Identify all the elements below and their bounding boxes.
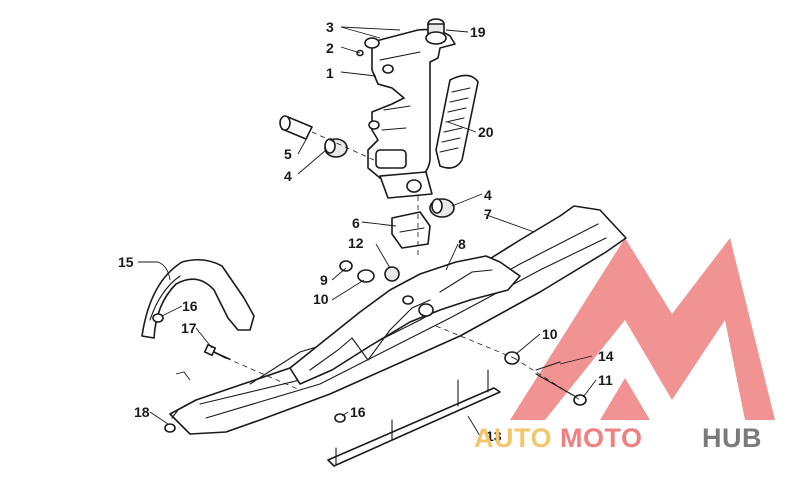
watermark-text: AUTO MOTO HUB — [474, 423, 762, 453]
spindle-top-screw — [425, 18, 447, 45]
callout-4-lower: 4 — [484, 187, 492, 203]
watermark-text-hub: HUB — [702, 423, 762, 453]
handle-bolt — [203, 343, 231, 360]
callout-4-upper: 4 — [284, 168, 292, 184]
damper-pad-part — [391, 211, 431, 249]
callout-17: 17 — [181, 320, 197, 336]
callout-19: 19 — [470, 24, 486, 40]
callout-1: 1 — [326, 65, 334, 81]
watermark-triangle-mark — [510, 238, 775, 420]
callout-3: 3 — [326, 19, 334, 35]
callout-8: 8 — [458, 236, 466, 252]
top-nut — [364, 37, 380, 49]
callout-14: 12 — [348, 235, 364, 251]
watermark-logo — [510, 238, 775, 420]
callout-11: 11 — [598, 372, 613, 388]
handle-nut — [152, 313, 164, 323]
callout-10-right: 10 — [542, 326, 558, 342]
pin-12 — [535, 361, 561, 371]
callout-15: 15 — [118, 254, 134, 270]
callout-9: 9 — [320, 272, 328, 288]
callout-6: 6 — [352, 215, 360, 231]
callout-20: 20 — [478, 124, 494, 140]
front-bolt — [164, 409, 179, 433]
callout-16-upper: 16 — [182, 298, 198, 314]
callout-12: 14 — [598, 348, 614, 364]
leader-lines — [138, 26, 597, 437]
ski-handle-loop-part — [141, 258, 255, 339]
washer-10-right — [504, 351, 520, 365]
callout-7: 7 — [484, 206, 492, 222]
callout-13: 13 — [486, 428, 502, 444]
bushing-lower — [429, 198, 455, 218]
bushing-upper — [324, 138, 348, 158]
callout-2: 2 — [326, 40, 334, 56]
callout-5: 5 — [284, 146, 292, 162]
wear-bar-part — [327, 369, 501, 467]
sleeve-part — [279, 115, 313, 140]
nut-14 — [384, 266, 400, 282]
watermark-text-auto: AUTO — [474, 423, 552, 453]
callout-labels: 3 2 1 19 20 5 4 4 6 7 12 8 9 10 15 16 17… — [118, 19, 614, 444]
washer-10-left — [357, 269, 375, 283]
nut-9 — [339, 260, 353, 272]
ski-saddle-part — [289, 255, 521, 385]
callout-18: 18 — [134, 404, 150, 420]
rubber-stop-part — [435, 74, 479, 169]
assembly-axis-lines — [225, 131, 581, 401]
spindle-clamp — [379, 171, 433, 199]
callout-10-left: 10 — [313, 291, 329, 307]
callout-16-lower: 16 — [350, 404, 366, 420]
watermark-text-moto: MOTO — [560, 423, 643, 453]
